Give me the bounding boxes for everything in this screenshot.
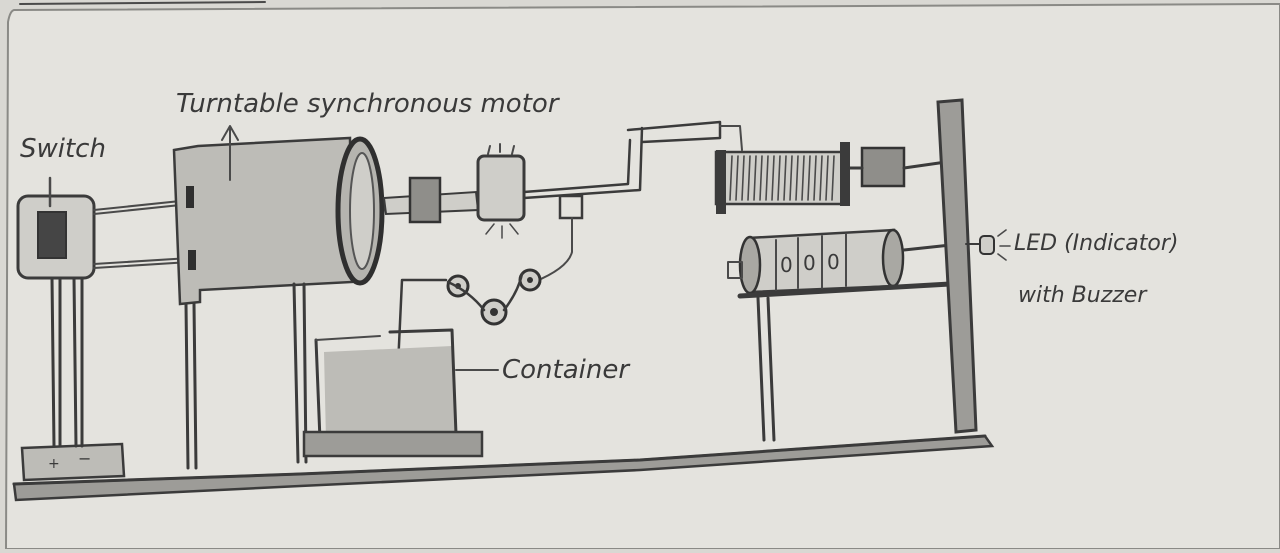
motor-label: Turntable synchronous motor	[176, 89, 561, 119]
switch-label: Switch	[20, 134, 106, 164]
battery-minus-sign: −	[78, 449, 91, 468]
counter-digit-3: 0	[827, 250, 840, 274]
counter-digit-2: 0	[803, 251, 816, 275]
led-label: LED (Indicator)	[1014, 231, 1178, 256]
counter-digit-1: 0	[780, 253, 793, 277]
battery-plus-sign: +	[48, 456, 60, 472]
container-label: Container	[502, 355, 631, 385]
battery: + −	[22, 444, 124, 480]
buzzer-label: with Buzzer	[1018, 283, 1148, 308]
paper-top-edge	[20, 2, 265, 4]
